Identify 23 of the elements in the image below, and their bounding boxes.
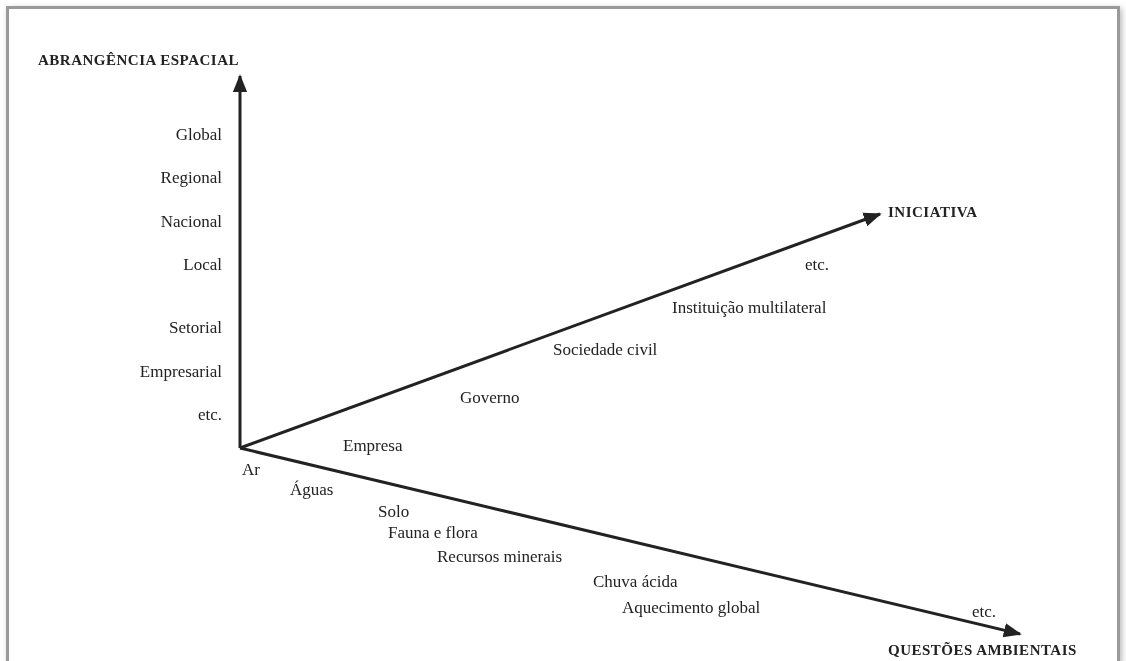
axis-label: Fauna e flora xyxy=(388,523,478,543)
axis-label: Ar xyxy=(242,460,260,480)
axis-title: INICIATIVA xyxy=(888,203,978,221)
axis-label: Empresa xyxy=(343,436,403,456)
axis-label: Aquecimento global xyxy=(622,598,761,618)
axis-label: Governo xyxy=(460,388,520,408)
axis-title: QUESTÕES AMBIENTAIS xyxy=(888,641,1077,659)
axis-label: Regional xyxy=(160,168,222,188)
axis-label: Local xyxy=(183,255,222,275)
axis-label: Instituição multilateral xyxy=(672,298,827,318)
axis-label: etc. xyxy=(972,602,997,622)
axis-label: Solo xyxy=(378,502,410,522)
axis-title: ABRANGÊNCIA ESPACIAL xyxy=(38,51,239,69)
axis-label: Águas xyxy=(290,480,334,500)
axis-label: Setorial xyxy=(169,318,222,338)
axis-label: Sociedade civil xyxy=(553,340,658,360)
axis-label: Global xyxy=(175,125,222,145)
axis-label: Nacional xyxy=(160,212,222,232)
axis-label: Empresarial xyxy=(139,362,222,382)
axis-label: Chuva ácida xyxy=(593,572,678,592)
axis-label: Recursos minerais xyxy=(437,547,563,567)
axis-label: etc. xyxy=(805,255,830,275)
axis-label: etc. xyxy=(197,405,222,425)
